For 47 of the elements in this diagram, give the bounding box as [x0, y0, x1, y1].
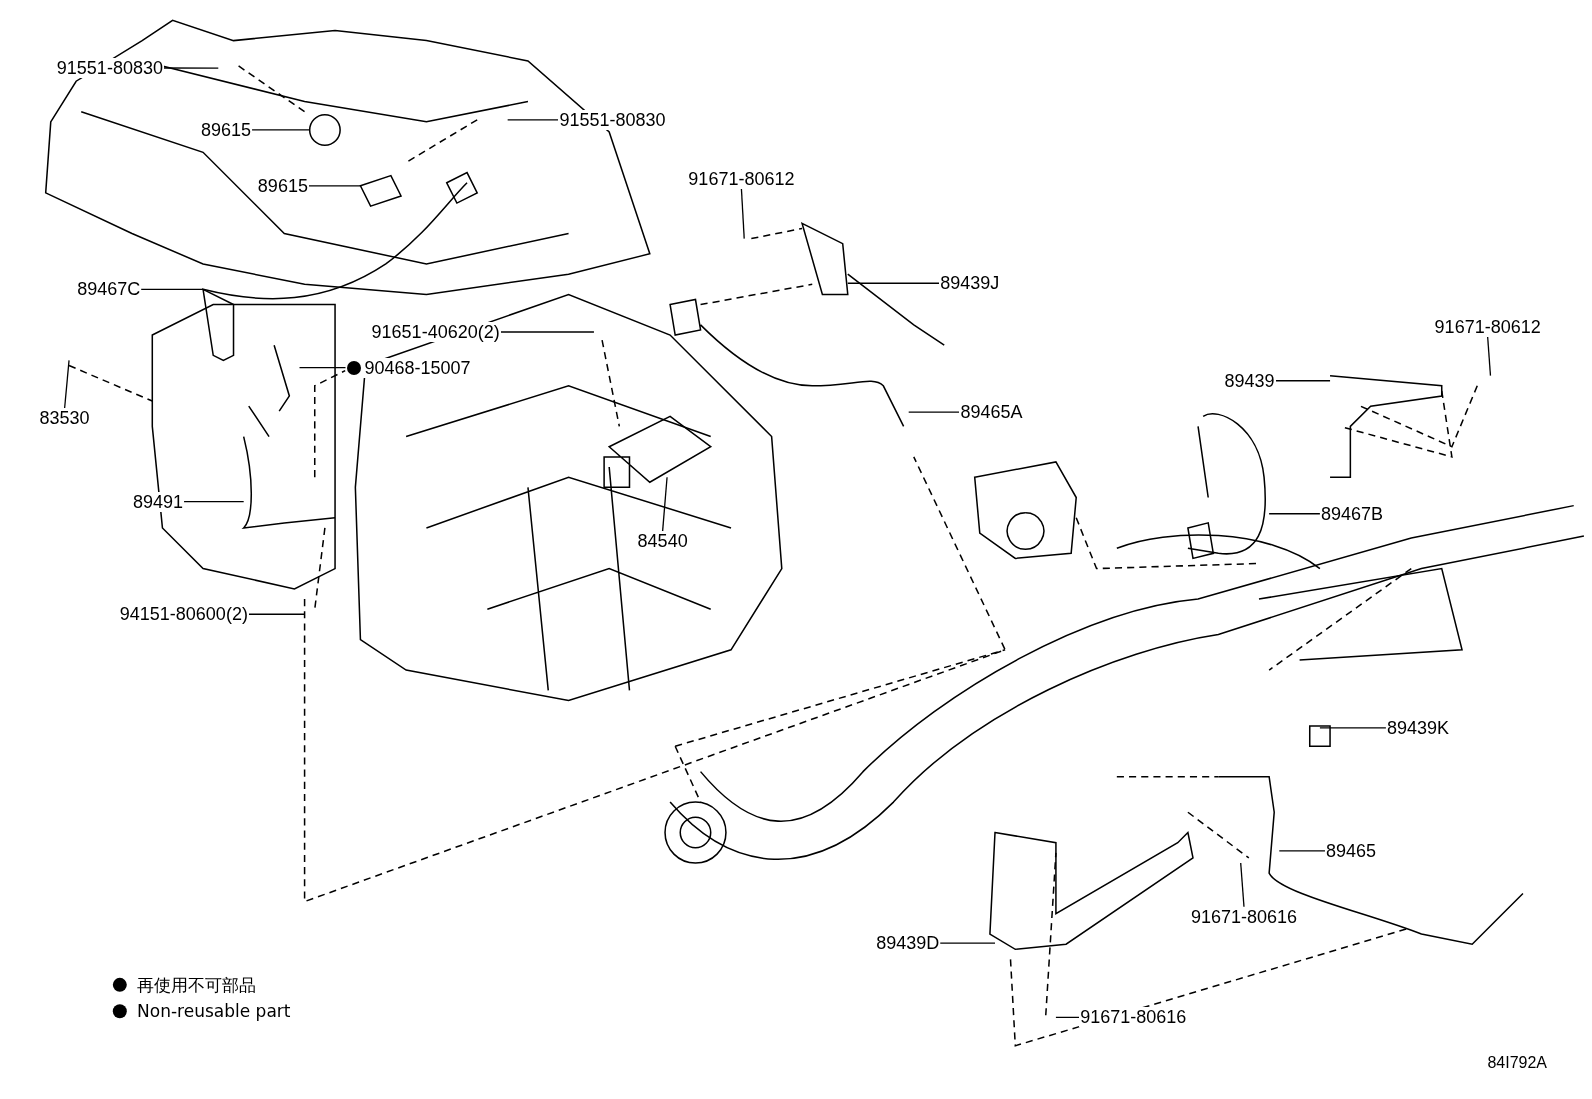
part-number-label: 89465	[1325, 840, 1377, 861]
part-number-label: 89439	[1224, 370, 1275, 391]
part-number-label: 89615	[201, 119, 252, 140]
part-number-label: 89465A	[960, 402, 1023, 423]
leader-line	[183, 500, 245, 503]
leader-line	[298, 366, 347, 369]
leader-line	[1319, 727, 1387, 729]
leader-line	[308, 185, 362, 187]
part-number-label: 91551-80830	[559, 109, 666, 130]
leader-line	[847, 282, 940, 284]
leader-line	[740, 188, 745, 240]
leader-line	[1268, 513, 1321, 515]
part-number-label: 84540	[637, 531, 688, 552]
leader-line	[662, 476, 668, 532]
leader-line	[140, 288, 204, 290]
part-number-label: 91671-80612	[1434, 316, 1541, 337]
part-number-label: 89439D	[876, 933, 940, 954]
leader-line	[163, 67, 219, 69]
leader-line	[1055, 1016, 1080, 1018]
leader-line	[1240, 862, 1245, 908]
part-number-label: 90468-15007	[364, 357, 471, 378]
leader-line	[939, 942, 996, 944]
legend-text: Non-reusable part	[137, 1001, 291, 1022]
legend-text: 再使用不可部品	[137, 974, 257, 995]
part-number-label: 89467C	[77, 279, 141, 300]
part-number-label: 89439J	[940, 273, 1000, 294]
leader-line	[908, 411, 961, 413]
part-number-label: 94151-80600(2)	[119, 604, 248, 625]
leader-line	[1274, 380, 1331, 382]
leader-line	[1278, 850, 1326, 852]
part-number-label: 89439K	[1386, 717, 1449, 738]
part-number-label: 91551-80830	[56, 58, 163, 78]
leader-line	[1487, 336, 1492, 377]
leader-line	[507, 119, 560, 121]
part-number-label: 91671-80616	[1190, 906, 1298, 927]
part-number-label: 89491	[133, 491, 184, 512]
part-number-label: 83530	[39, 408, 90, 429]
part-number-label: 91671-80616	[1080, 1007, 1187, 1028]
part-number-label: 91651-40620(2)	[371, 322, 500, 342]
part-number-label: 91671-80612	[688, 168, 795, 189]
leader-line	[63, 359, 70, 409]
leader-line	[248, 613, 306, 615]
drawing-code: 84I792A	[1487, 1053, 1548, 1072]
part-number-label: 89467B	[1320, 503, 1383, 524]
leader-line	[251, 129, 311, 131]
leader-line	[500, 331, 595, 333]
part-number-label: 89615	[257, 175, 308, 196]
